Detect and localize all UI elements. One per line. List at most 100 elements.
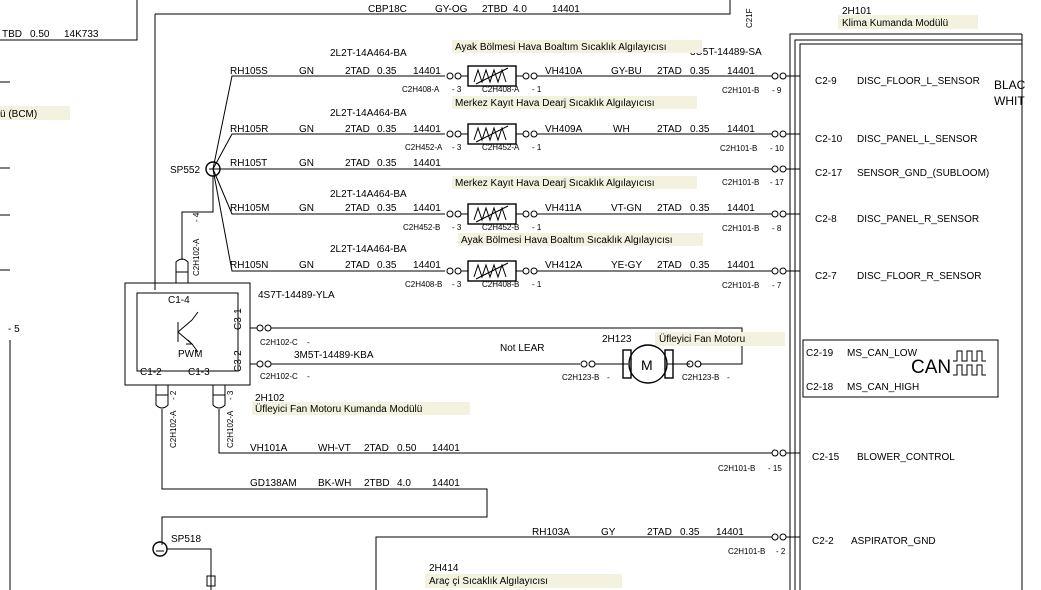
row2-pin-right2-icon bbox=[530, 130, 538, 138]
row1-left-color: GN bbox=[299, 66, 314, 77]
pwm-pin2: - 2 bbox=[169, 390, 178, 400]
row2-right-circuit: 14401 bbox=[727, 124, 755, 135]
blower-mod-pin-icon bbox=[771, 449, 779, 457]
blower-mod-pin2-icon bbox=[779, 449, 787, 457]
row3-left-circuit: 14401 bbox=[413, 203, 441, 214]
branch-wire-3 bbox=[212, 168, 445, 215]
row3-signal: DISC_PANEL_R_SENSOR bbox=[857, 214, 979, 225]
module-border bbox=[789, 33, 1022, 590]
bcm-note-bg bbox=[0, 106, 70, 120]
bcm-label: ü (BCM) bbox=[0, 109, 37, 120]
splice-sp518-icon bbox=[152, 541, 168, 557]
row3-conn-left: C2H452-B bbox=[403, 223, 440, 232]
pwm-transistor-icon bbox=[177, 319, 194, 345]
blower-pin: C2-15 bbox=[812, 452, 840, 463]
gnd-mod-pin2-icon bbox=[779, 165, 787, 173]
row3-right-color: VT-GN bbox=[611, 203, 642, 214]
gnd-wire-type: 2TBD bbox=[364, 478, 390, 489]
row2-thermistor-icon bbox=[473, 125, 509, 143]
ground-row: RH105T GN 2TAD 0.35 14401 C2H101-B - 17 … bbox=[230, 158, 989, 187]
row4-right-color: YE-GY bbox=[611, 260, 642, 271]
row4-pin: C2-7 bbox=[815, 271, 837, 282]
row1-pin-left: - 3 bbox=[452, 85, 462, 94]
row2-left-wire: RH105R bbox=[230, 124, 268, 135]
top-wire-gauge: 4.0 bbox=[513, 4, 527, 15]
interior-name: Araç çi Sıcaklık Algılayıcısı bbox=[429, 576, 548, 587]
row4-thermistor-icon bbox=[473, 262, 509, 280]
pwm-pin-c12: C1-2 bbox=[140, 367, 162, 378]
pwm-inner-box bbox=[136, 292, 239, 372]
gnd-row-circuit: 14401 bbox=[413, 158, 441, 169]
sensor-row-4: 2L2T-14A464-BA RH105N GN 2TAD 0.35 14401… bbox=[230, 244, 981, 290]
row2-mod-pin-icon bbox=[771, 130, 779, 138]
row1-left-wire: RH105S bbox=[230, 66, 268, 77]
row3-right-wire: VH411A bbox=[545, 203, 582, 214]
row2-left-type: 2TAD bbox=[345, 124, 370, 135]
pwm-c32-pin-icon bbox=[256, 360, 264, 368]
fan-motor-cap-left bbox=[622, 349, 632, 379]
aspirator-wire-color: GY bbox=[601, 527, 616, 538]
aspirator-mod-pin2-icon bbox=[779, 533, 787, 541]
row3-thermistor-icon bbox=[473, 205, 509, 223]
cut-part-number: 3U5T-14489-SA bbox=[690, 47, 762, 58]
blower-wire bbox=[218, 409, 772, 454]
pwm-right-leads bbox=[250, 327, 257, 365]
row2-mod-pin: - 10 bbox=[770, 144, 784, 153]
row2-pin-left2-icon bbox=[454, 130, 462, 138]
row1-mod-conn: C2H101-B bbox=[722, 86, 759, 95]
pwm-label: PWM bbox=[178, 349, 202, 360]
gnd-wire bbox=[161, 409, 488, 545]
pwm-pinC2: - bbox=[307, 372, 310, 381]
pwm-conn3: C2H102-A bbox=[226, 410, 235, 448]
pwm-part: 4S7T-14489-YLA bbox=[258, 290, 335, 301]
gnd-row-gauge: 0.35 bbox=[377, 158, 397, 169]
row4-pin-left2-icon bbox=[454, 267, 462, 275]
row1-pin-right-icon bbox=[522, 72, 530, 80]
can-pin-high: C2-18 bbox=[806, 382, 834, 393]
row1-signal: DISC_FLOOR_L_SENSOR bbox=[857, 76, 980, 87]
row1-mod-pin: - 9 bbox=[772, 86, 782, 95]
blower-wire-circuit: 14401 bbox=[432, 443, 460, 454]
top-left-label-c: 14K733 bbox=[64, 29, 99, 40]
row2-left-color: GN bbox=[299, 124, 314, 135]
row3-left-wire: RH105M bbox=[230, 203, 269, 214]
row3-right-type: 2TAD bbox=[657, 203, 682, 214]
top-left-box-edge bbox=[0, 0, 138, 41]
gnd-row-type: 2TAD bbox=[345, 158, 370, 169]
blower-wire-type: 2TAD bbox=[364, 443, 389, 454]
row1-right-wire: VH410A bbox=[545, 66, 583, 77]
interior-note-bg bbox=[425, 574, 622, 588]
row1-right-type: 2TAD bbox=[657, 66, 682, 77]
row4-right-type: 2TAD bbox=[657, 260, 682, 271]
row2-mod-pin2-icon bbox=[779, 130, 787, 138]
row3-right-gauge: 0.35 bbox=[690, 203, 710, 214]
pwm-pin4: - 4 bbox=[192, 212, 201, 222]
pwm-conn-bl-icon bbox=[155, 385, 169, 409]
pwm-conn2: C2H102-A bbox=[169, 410, 178, 448]
aspirator-wire-type: 2TAD bbox=[647, 527, 672, 538]
row4-pin-right2-icon bbox=[530, 267, 538, 275]
gnd-mod-conn: C2H101-B bbox=[722, 178, 759, 187]
row1-thermistor-icon bbox=[473, 67, 509, 85]
left-pin-5: - 5 bbox=[8, 324, 20, 335]
can-high: MS_CAN_HIGH bbox=[847, 382, 919, 393]
row4-part: 2L2T-14A464-BA bbox=[330, 244, 407, 255]
row4-right-wire: VH412A bbox=[545, 260, 583, 271]
row3-pin-right: - 1 bbox=[532, 223, 542, 232]
pwm-conn-top-icon bbox=[175, 258, 189, 284]
row4-mod-conn: C2H101-B bbox=[722, 281, 759, 290]
row4-left-wire: RH105N bbox=[230, 260, 268, 271]
row2-right-gauge: 0.35 bbox=[690, 124, 710, 135]
row2-right-wire: VH409A bbox=[545, 124, 583, 135]
row1-mod-pin2-icon bbox=[779, 72, 787, 80]
row3-left-gauge: 0.35 bbox=[377, 203, 397, 214]
pwm-connC1: C2H102-C bbox=[260, 338, 298, 347]
fan-pin-a2-icon bbox=[588, 360, 596, 368]
gnd-wire-gauge: 4.0 bbox=[397, 478, 411, 489]
row4-left-type: 2TAD bbox=[345, 260, 370, 271]
fan-conn-a: C2H123-B bbox=[562, 373, 599, 382]
row3-mod-conn: C2H101-B bbox=[722, 224, 759, 233]
row4-mod-pin: - 7 bbox=[772, 281, 782, 290]
pwm-pin3: - 3 bbox=[226, 390, 235, 400]
module-note-bg bbox=[838, 15, 978, 29]
